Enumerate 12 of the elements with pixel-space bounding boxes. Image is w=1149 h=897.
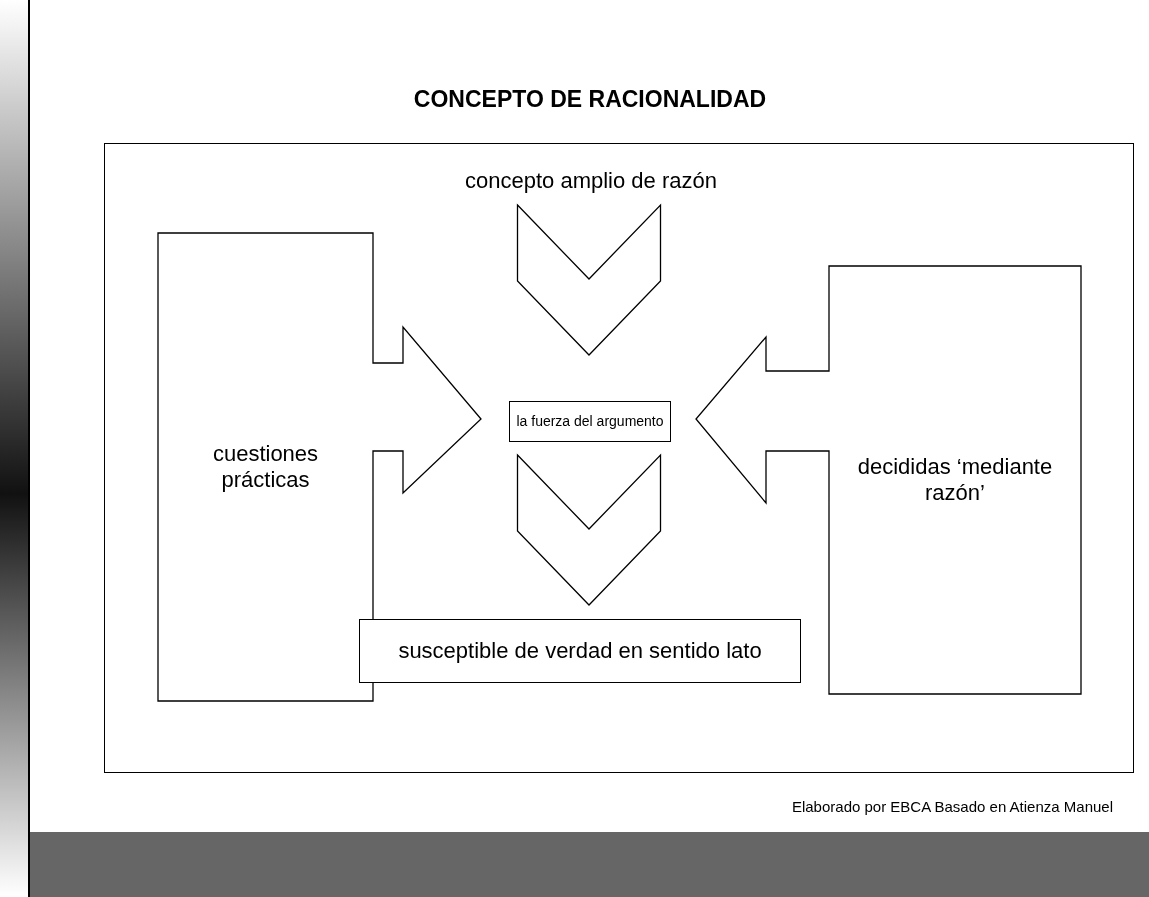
- credit-note: Elaborado por EBCA Basado en Atienza Manuel: [791, 798, 1113, 815]
- chevron-arrow: [516, 203, 662, 356]
- node-text: cuestiones prácticas: [211, 440, 320, 494]
- diagram-title: CONCEPTO DE RACIONALIDAD: [412, 86, 768, 113]
- text-box: [509, 401, 671, 442]
- frame-box: [104, 143, 1134, 773]
- text-box: [359, 619, 801, 683]
- node-text: susceptible de verdad en sentido lato: [398, 637, 762, 665]
- node-text: decididas ‘mediante razón’: [856, 453, 1054, 507]
- node-text: concepto amplio de razón: [465, 167, 717, 195]
- chevron-arrow: [516, 453, 662, 606]
- node-text: la fuerza del argumento: [516, 413, 664, 430]
